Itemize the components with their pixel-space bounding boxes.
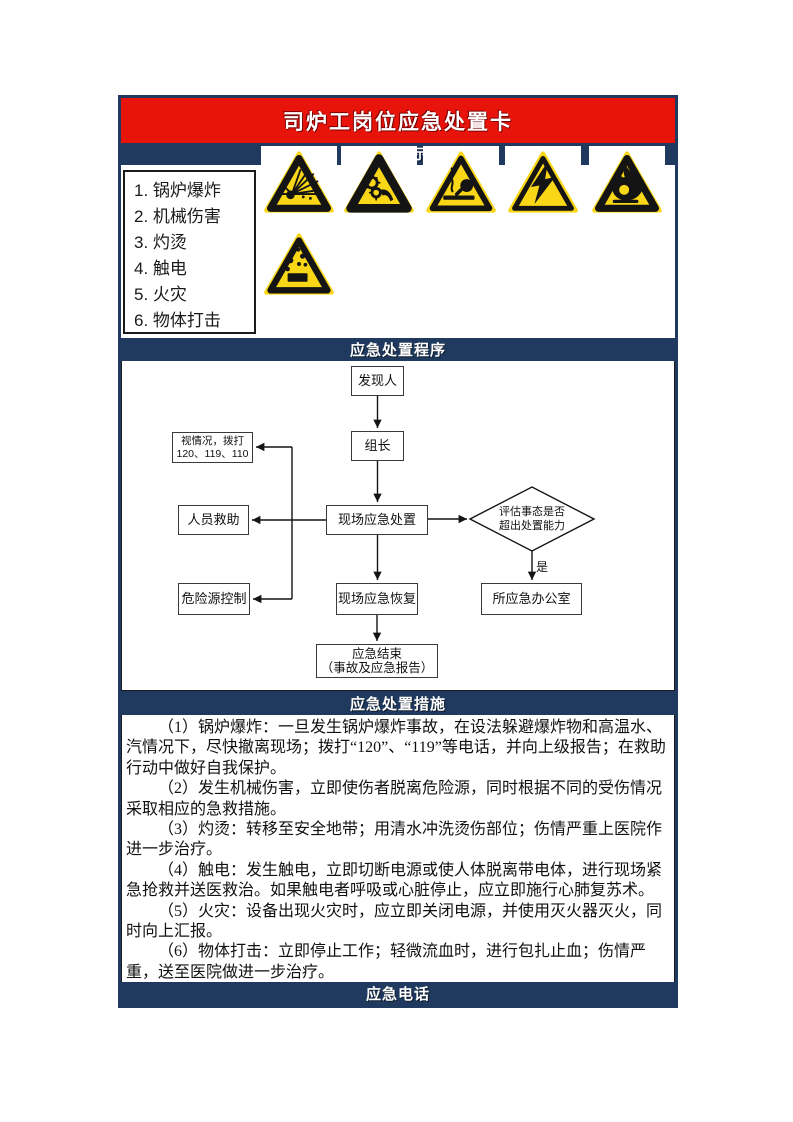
flow-node-label: 超出处置能力	[499, 520, 565, 532]
measure-paragraph: （5）火灾：设备出现火灾时，应立即关闭电源，并使用灭火器灭火，同时向上汇报。	[126, 902, 663, 941]
measure-paragraph: （2）发生机械伤害，立即使伤者脱离危险源，同时根据不同的受伤情况采取相应的急救措…	[126, 780, 663, 818]
flow-node-label: 发现人	[357, 372, 397, 388]
measure-paragraph: （4）触电：发生触电，立即切断电源或使人体脱离带电体，进行现场紧急抢救并送医救治…	[126, 861, 663, 900]
procedure-section-bar-label: 应急处置程序	[349, 342, 446, 359]
flow-node-emergency-end: 应急结束 （事故及应急报告）	[316, 644, 438, 678]
flow-node-label: 现场应急处置	[337, 511, 416, 527]
falling-objects-warning-icon	[261, 228, 337, 300]
hazard-list-item: 4. 触电	[134, 259, 187, 278]
phone-section-bar: 应急电话	[121, 982, 675, 1005]
flow-node-emergency-office: 所应急办公室	[481, 583, 582, 615]
hazard-section: 安全提示 1. 锅炉爆炸 2. 机械伤害 3. 灼烫 4. 触电 5. 火灾 6…	[121, 143, 675, 338]
measure-paragraph: （1）锅炉爆炸：一旦发生锅炉爆炸事故，在设法躲避爆炸物和高温水、汽情况下，尽快撤…	[126, 719, 666, 777]
flow-branch-yes-label: 是	[536, 560, 549, 574]
flow-node-label: 现场应急恢复	[337, 590, 416, 606]
mechanical-injury-warning-icon	[341, 146, 417, 218]
flow-node-label: 120、119、110	[176, 447, 249, 460]
flow-decision-assess-capability: 评估事态是否 超出处置能力	[470, 487, 594, 551]
flow-node-label: 应急结束	[351, 646, 402, 661]
flow-node-call-numbers: 视情况，拨打 120、119、110	[172, 432, 253, 463]
explosion-warning-icon	[261, 146, 337, 218]
phone-section-bar-label: 应急电话	[365, 986, 430, 1003]
measures-section-bar: 应急处置措施	[121, 691, 675, 715]
flow-node-label: （事故及应急报告）	[320, 661, 434, 675]
flow-node-label: 组长	[364, 437, 391, 453]
flowchart: 发现人 组长 视情况，拨打 120、119、110 人员救助 现场应急处置 评估…	[121, 361, 675, 691]
flow-node-hazard-source-control: 危险源控制	[178, 583, 250, 615]
hazard-list-item: 3. 灼烫	[134, 233, 187, 252]
fire-warning-icon	[589, 146, 665, 218]
emergency-response-card: 司炉工岗位应急处置卡 安全提示 1. 锅炉爆炸 2. 机械伤害 3. 灼烫 4.…	[118, 95, 678, 1008]
flow-node-onsite-response: 现场应急处置	[326, 505, 428, 535]
flow-node-label: 危险源控制	[181, 590, 247, 606]
measure-paragraph: （3）灼烫：转移至安全地带；用清水冲洗烫伤部位；伤情严重上医院作进一步治疗。	[126, 821, 663, 859]
card-title: 司炉工岗位应急处置卡	[283, 110, 513, 134]
hazard-list: 1. 锅炉爆炸 2. 机械伤害 3. 灼烫 4. 触电 5. 火灾 6. 物体打…	[123, 170, 256, 334]
flow-node-label: 人员救助	[187, 511, 240, 527]
flow-node-discoverer: 发现人	[351, 366, 404, 396]
flow-node-personnel-rescue: 人员救助	[178, 505, 249, 535]
flow-node-label: 所应急办公室	[492, 590, 571, 606]
hazard-list-item: 6. 物体打击	[134, 311, 221, 330]
card-header: 司炉工岗位应急处置卡	[121, 98, 675, 143]
scald-warning-icon	[423, 146, 499, 218]
procedure-section-bar: 应急处置程序	[121, 338, 675, 361]
hazard-list-item: 1. 锅炉爆炸	[134, 181, 221, 200]
flow-node-label: 视情况，拨打	[181, 435, 244, 448]
flowchart-connectors	[251, 396, 596, 641]
hazard-list-item: 5. 火灾	[134, 285, 187, 304]
flow-node-leader: 组长	[351, 431, 404, 461]
hazard-list-item: 2. 机械伤害	[134, 207, 221, 226]
flow-node-label: 评估事态是否	[499, 505, 565, 518]
flow-node-site-recovery: 现场应急恢复	[336, 583, 418, 615]
measure-paragraph: （6）物体打击：立即停止工作；轻微流血时，进行包扎止血；伤情严重，送至医院做进一…	[126, 943, 647, 981]
measures-section: （1）锅炉爆炸：一旦发生锅炉爆炸事故，在设法躲避爆炸物和高温水、汽情况下，尽快撤…	[121, 715, 675, 982]
electric-shock-warning-icon	[505, 146, 581, 218]
measures-section-bar-label: 应急处置措施	[349, 695, 446, 713]
